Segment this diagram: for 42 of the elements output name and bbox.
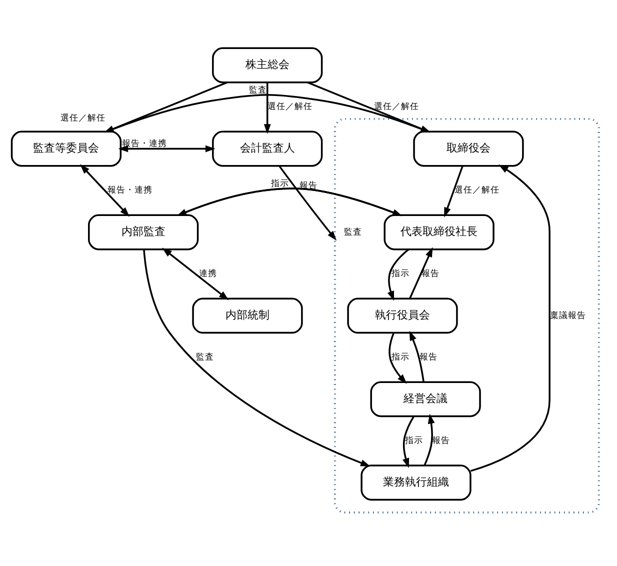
node-box: 会計監査人 (212, 130, 323, 166)
edge-label: 選任／解任 (454, 185, 500, 196)
edge-label: 指示 (271, 178, 290, 188)
edge-label: 選任／解任 (60, 112, 106, 123)
arrow (143, 248, 370, 466)
arrow (444, 165, 464, 217)
node-box: 経営会議 (370, 380, 481, 417)
edge-label: 監査 (196, 352, 214, 362)
edge-label: 選任／解任 (374, 102, 420, 112)
node-box: 株主総会 (212, 46, 323, 83)
node-box: 内部監査 (88, 214, 199, 250)
arrow (278, 165, 337, 240)
arrow (470, 164, 550, 472)
arrow (80, 164, 130, 216)
node-box: 代表取締役社長 (384, 214, 494, 250)
node-box: 監査等委員会 (10, 130, 122, 166)
edge-label: 報告 (432, 436, 450, 446)
arrow (307, 81, 431, 132)
edge-label: 報告 (419, 352, 438, 362)
arrow (162, 247, 229, 300)
node-box: 内部統制 (192, 297, 303, 334)
edge-label: 監査 (249, 84, 268, 95)
edge-label: 報告 (422, 268, 440, 279)
edge-label: 指示 (405, 436, 424, 446)
arrow (118, 144, 216, 152)
node-box: 取締役会 (413, 130, 524, 166)
edge-label: 監査 (344, 226, 362, 237)
edge-label: 連携 (199, 268, 218, 279)
arrow (387, 248, 410, 300)
edge-label: 報告・連携 (108, 185, 153, 196)
arrow (388, 332, 407, 384)
edge-label: 選任／解任 (268, 102, 313, 112)
edge-label: 指示 (392, 268, 410, 279)
edge-label: 指示 (392, 352, 410, 362)
cluster (334, 117, 600, 513)
node-box: 業務執行組織 (360, 464, 472, 500)
arrow (402, 416, 414, 468)
arrow (409, 246, 433, 298)
arrow (424, 413, 435, 466)
node-box: 執行役員会 (347, 297, 458, 334)
arrow (264, 82, 271, 134)
arrow (409, 330, 424, 382)
